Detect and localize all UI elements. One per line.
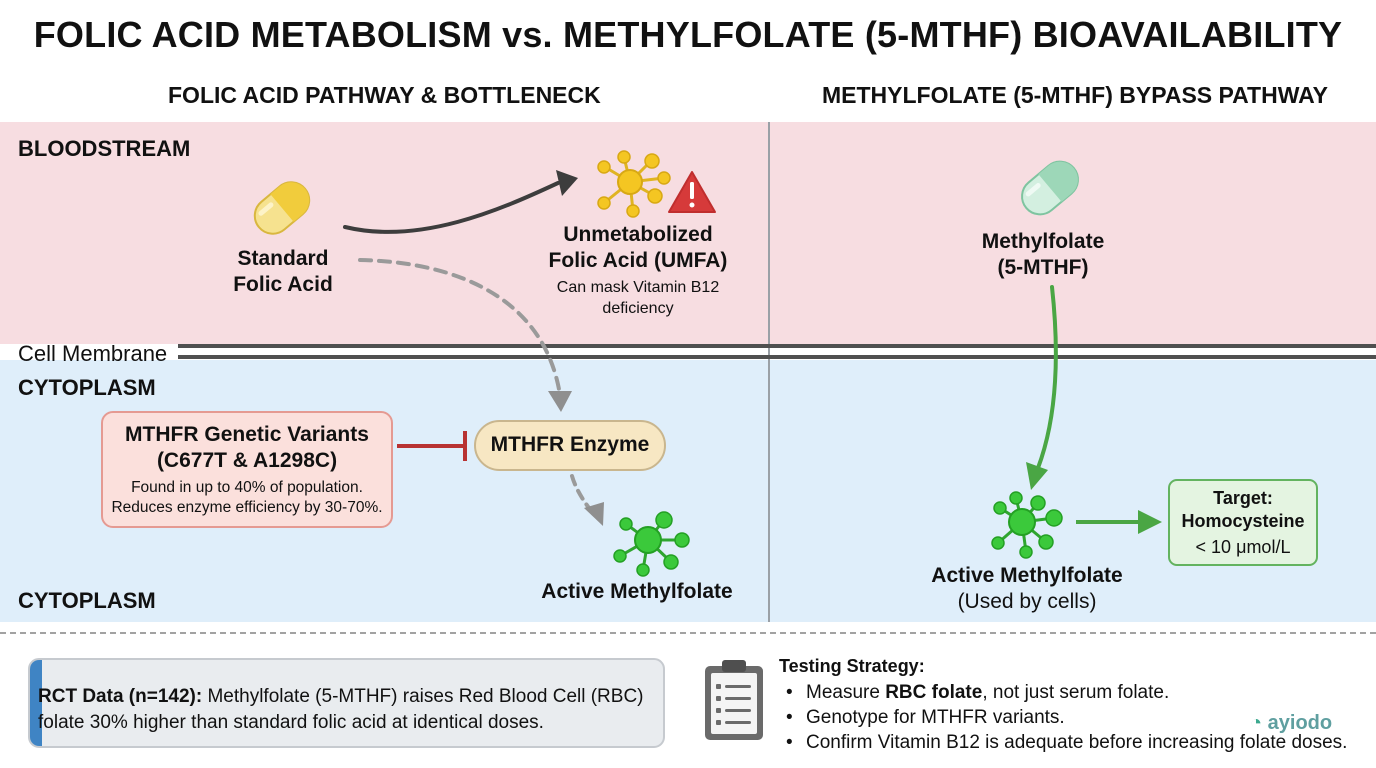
mthfr-variant-box xyxy=(101,411,393,528)
homocysteine-target-title: Target: Homocysteine xyxy=(1181,488,1305,531)
active-methylfolate-label-right: Active Methylfolate xyxy=(931,564,1123,587)
methylfolate-capsule-icon xyxy=(1021,160,1079,216)
list-item: Genotype for MTHFR variants. xyxy=(784,705,1364,730)
mthfr-variant-title: MTHFR Genetic Variants (C677T & A1298C) xyxy=(125,423,369,472)
umfa-molecule-icon xyxy=(597,150,671,218)
clipboard-icon xyxy=(705,660,763,740)
bloodstream-label: BLOODSTREAM xyxy=(18,136,191,161)
panel-divider xyxy=(768,122,770,622)
mthfr-enzyme-box xyxy=(474,420,666,471)
rct-data-label: RCT Data (n=142): xyxy=(38,686,203,707)
umfa-title: Unmetabolized Folic Acid (UMFA) xyxy=(548,223,728,272)
umfa-note: Can mask Vitamin B12 deficiency xyxy=(556,279,720,317)
cell-membrane-line-inner xyxy=(178,355,1376,359)
methylfolate-pathway-heading: METHYLFOLATE (5-MTHF) BYPASS PATHWAY xyxy=(822,82,1328,108)
list-item: Confirm Vitamin B12 is adequate before i… xyxy=(784,730,1364,755)
brand-logo-mark-icon: ◔ xyxy=(1250,712,1263,734)
folic-acid-pathway-heading: FOLIC ACID PATHWAY & BOTTLENECK xyxy=(168,82,601,108)
homocysteine-target-box xyxy=(1168,479,1318,566)
active-molecule-icon-right xyxy=(991,491,1063,559)
warning-icon xyxy=(668,171,716,213)
methylfolate-label: Methylfolate (5-MTHF) xyxy=(981,230,1105,279)
rct-accent-bar xyxy=(30,660,42,746)
mthfr-enzyme-label: MTHFR Enzyme xyxy=(490,433,650,456)
active-methylfolate-subtitle: (Used by cells) xyxy=(957,590,1097,613)
rct-data-callout xyxy=(28,658,665,748)
folic-acid-label: Standard Folic Acid xyxy=(233,247,333,296)
list-item: Measure RBC folate, not just serum folat… xyxy=(784,680,1364,705)
bloodstream-zone xyxy=(0,122,1376,344)
folic-acid-capsule-icon xyxy=(253,181,311,235)
rct-data-body: Methylfolate (5-MTHF) raises Red Blood C… xyxy=(38,686,644,733)
section-separator xyxy=(0,632,1376,634)
active-methylfolate-label-left: Active Methylfolate xyxy=(541,580,733,603)
mthfr-variant-note: Found in up to 40% of population. Reduce… xyxy=(111,479,383,516)
brand-logo: ◔ ayiodo xyxy=(1250,712,1333,734)
cell-membrane-label: Cell Membrane xyxy=(18,341,168,366)
testing-strategy-list: Measure RBC folate, not just serum folat… xyxy=(784,680,1364,755)
cytoplasm-label-top: CYTOPLASM xyxy=(18,375,156,400)
active-molecule-icon-left xyxy=(613,511,690,577)
cytoplasm-label-bottom: CYTOPLASM xyxy=(18,588,156,613)
cell-membrane-line-outer xyxy=(178,344,1376,348)
homocysteine-target-value: < 10 μmol/L xyxy=(1195,537,1291,557)
page-title: FOLIC ACID METABOLISM vs. METHYLFOLATE (… xyxy=(33,14,1343,55)
rct-data-text: RCT Data (n=142): Methylfolate (5-MTHF) … xyxy=(38,684,658,736)
testing-strategy-title: Testing Strategy: xyxy=(779,656,925,676)
